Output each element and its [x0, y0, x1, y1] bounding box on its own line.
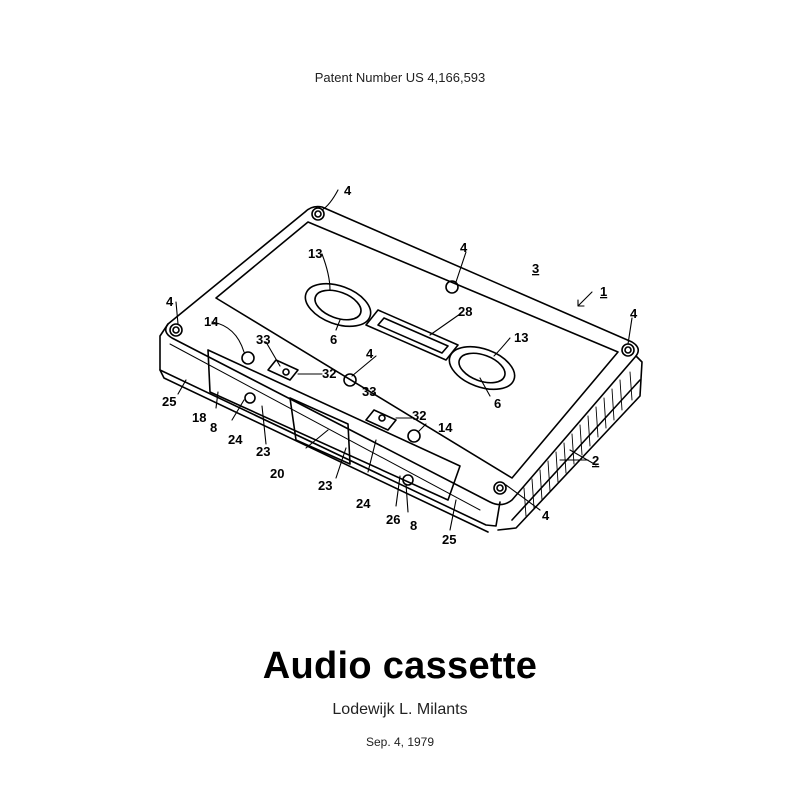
- ref-8-b: 8: [410, 518, 417, 533]
- ref-25-b: 25: [442, 532, 456, 547]
- front-wall: [159, 323, 501, 527]
- hub-hole-left: [304, 282, 372, 328]
- ref-23-a: 23: [256, 444, 270, 459]
- ref-13-a: 13: [308, 246, 322, 261]
- ref-4-d: 4: [630, 306, 638, 321]
- ref-1: 1: [600, 284, 607, 299]
- ref-4-f: 4: [542, 508, 550, 523]
- right-wall: [497, 355, 643, 531]
- ref-24-b: 24: [356, 496, 371, 511]
- ref-33-a: 33: [256, 332, 270, 347]
- ref-2: 2: [592, 453, 599, 468]
- ref-25-a: 25: [162, 394, 176, 409]
- ref-4-b: 4: [460, 240, 468, 255]
- ref-4-c: 4: [166, 294, 174, 309]
- ref-13-b: 13: [514, 330, 528, 345]
- ref-32-b: 32: [412, 408, 426, 423]
- ref-6-b: 6: [494, 396, 501, 411]
- ref-18: 18: [192, 410, 206, 425]
- ref-6-a: 6: [330, 332, 337, 347]
- ref-26: 26: [386, 512, 400, 527]
- head-opening: [207, 349, 461, 501]
- hub-hole-right: [448, 345, 516, 391]
- ref-24-a: 24: [228, 432, 243, 447]
- inventor-name: Lodewijk L. Milants: [332, 701, 468, 718]
- label-area: [215, 221, 619, 479]
- cassette-top-face: [164, 205, 640, 506]
- page-title: Audio cassette: [262, 645, 538, 687]
- patent-date: Sep. 4, 1979: [365, 735, 435, 749]
- ref-3: 3: [532, 261, 539, 276]
- ref-14-a: 14: [204, 314, 219, 329]
- ref-4-a: 4: [344, 183, 352, 198]
- ref-8-a: 8: [210, 420, 217, 435]
- ref-28: 28: [458, 304, 472, 319]
- ref-14-b: 14: [438, 420, 453, 435]
- ref-32-a: 32: [322, 366, 336, 381]
- tape-window: [365, 309, 459, 361]
- ref-23-b: 23: [318, 478, 332, 493]
- patent-number: Patent Number US 4,166,593: [314, 70, 486, 85]
- ref-20: 20: [270, 466, 284, 481]
- ref-33-b: 33: [362, 384, 376, 399]
- ref-4-e: 4: [366, 346, 374, 361]
